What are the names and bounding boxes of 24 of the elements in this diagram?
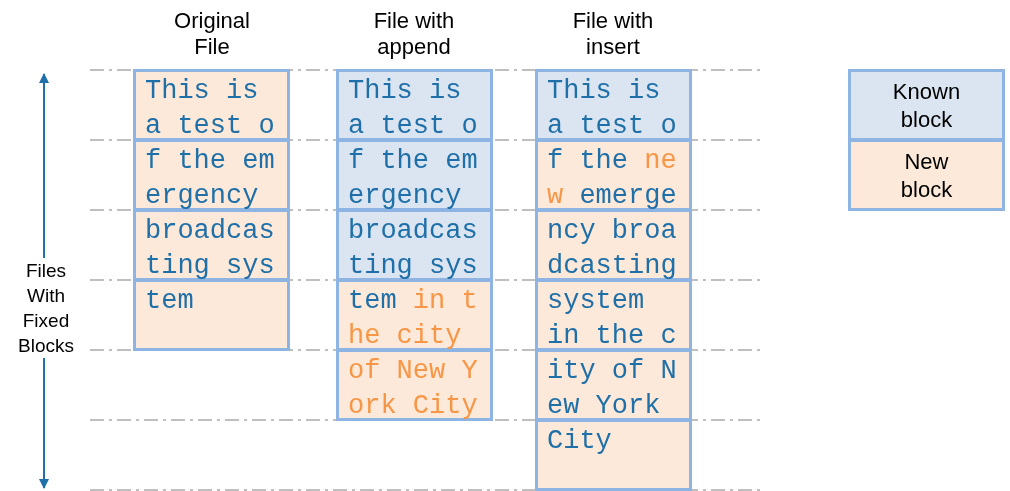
block-box bbox=[336, 139, 493, 211]
block-box bbox=[535, 139, 692, 211]
block-box bbox=[535, 419, 692, 491]
block-box bbox=[535, 349, 692, 421]
block-text: tem bbox=[144, 285, 195, 318]
block-box bbox=[336, 349, 493, 421]
block-text: City bbox=[546, 425, 613, 458]
column-heading: File with append bbox=[372, 8, 456, 60]
block-box bbox=[336, 279, 493, 351]
block-box bbox=[133, 69, 290, 141]
column-heading: File with insert bbox=[571, 8, 655, 60]
block-box bbox=[535, 209, 692, 281]
block-text: ity of N ew York bbox=[546, 355, 678, 423]
legend-text: Known block bbox=[891, 78, 962, 134]
block-box bbox=[133, 279, 290, 351]
legend-text: New block bbox=[899, 148, 954, 204]
block-box bbox=[336, 69, 493, 141]
block-box bbox=[336, 209, 493, 281]
block-box bbox=[133, 139, 290, 211]
block-box bbox=[133, 209, 290, 281]
block-box bbox=[535, 279, 692, 351]
column-heading: Original File bbox=[173, 8, 251, 60]
block-text: of New Y ork City bbox=[347, 355, 479, 423]
block-box bbox=[535, 69, 692, 141]
